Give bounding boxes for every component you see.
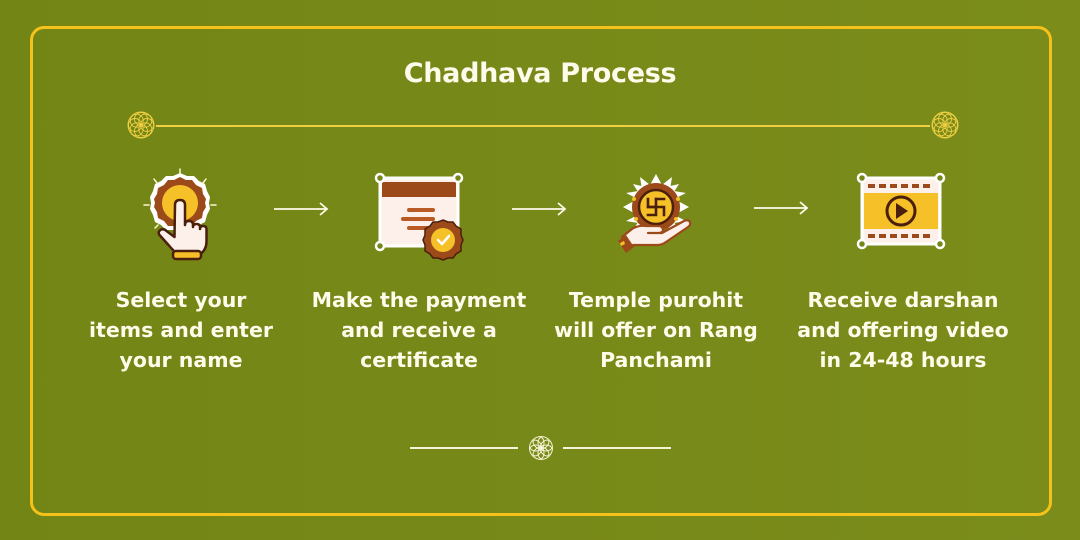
- arrow-right-icon: [754, 201, 809, 215]
- arrow-right-icon: [274, 202, 329, 216]
- step-1-line-1: Select your: [115, 288, 247, 312]
- step-2-line-2: and receive a: [341, 318, 497, 342]
- step-1-line-2: items and enter: [89, 318, 273, 342]
- step-4-line-3: in 24-48 hours: [819, 348, 987, 372]
- step-4-label: Receive darshan and offering video in 24…: [783, 285, 1023, 375]
- top-divider-line: [156, 125, 930, 127]
- arrow-right-icon: [512, 202, 567, 216]
- flower-ornament-icon: [529, 436, 553, 460]
- step-2-line-3: certificate: [360, 348, 478, 372]
- video-play-icon: [856, 172, 946, 250]
- step-2-label: Make the payment and receive a certifica…: [299, 285, 539, 375]
- step-1-label: Select your items and enter your name: [61, 285, 301, 375]
- step-4-line-2: and offering video: [797, 318, 1009, 342]
- step-3-line-3: Panchami: [600, 348, 712, 372]
- mandala-ornament-icon: [127, 111, 155, 139]
- step-3-label: Temple purohit will offer on Rang Pancha…: [536, 285, 776, 375]
- step-2-line-1: Make the payment: [311, 288, 527, 312]
- mandala-ornament-icon: [931, 111, 959, 139]
- page-title: Chadhava Process: [403, 58, 677, 89]
- step-4-line-1: Receive darshan: [807, 288, 999, 312]
- bottom-divider-right: [563, 447, 671, 449]
- certificate-icon: [374, 172, 464, 261]
- hand-tap-icon: [143, 168, 217, 261]
- step-3-line-2: will offer on Rang: [554, 318, 758, 342]
- bottom-divider-left: [410, 447, 518, 449]
- step-1-line-3: your name: [119, 348, 243, 372]
- content-frame: [30, 26, 1052, 516]
- step-3-line-1: Temple purohit: [568, 288, 744, 312]
- offering-hand-icon: [618, 174, 692, 253]
